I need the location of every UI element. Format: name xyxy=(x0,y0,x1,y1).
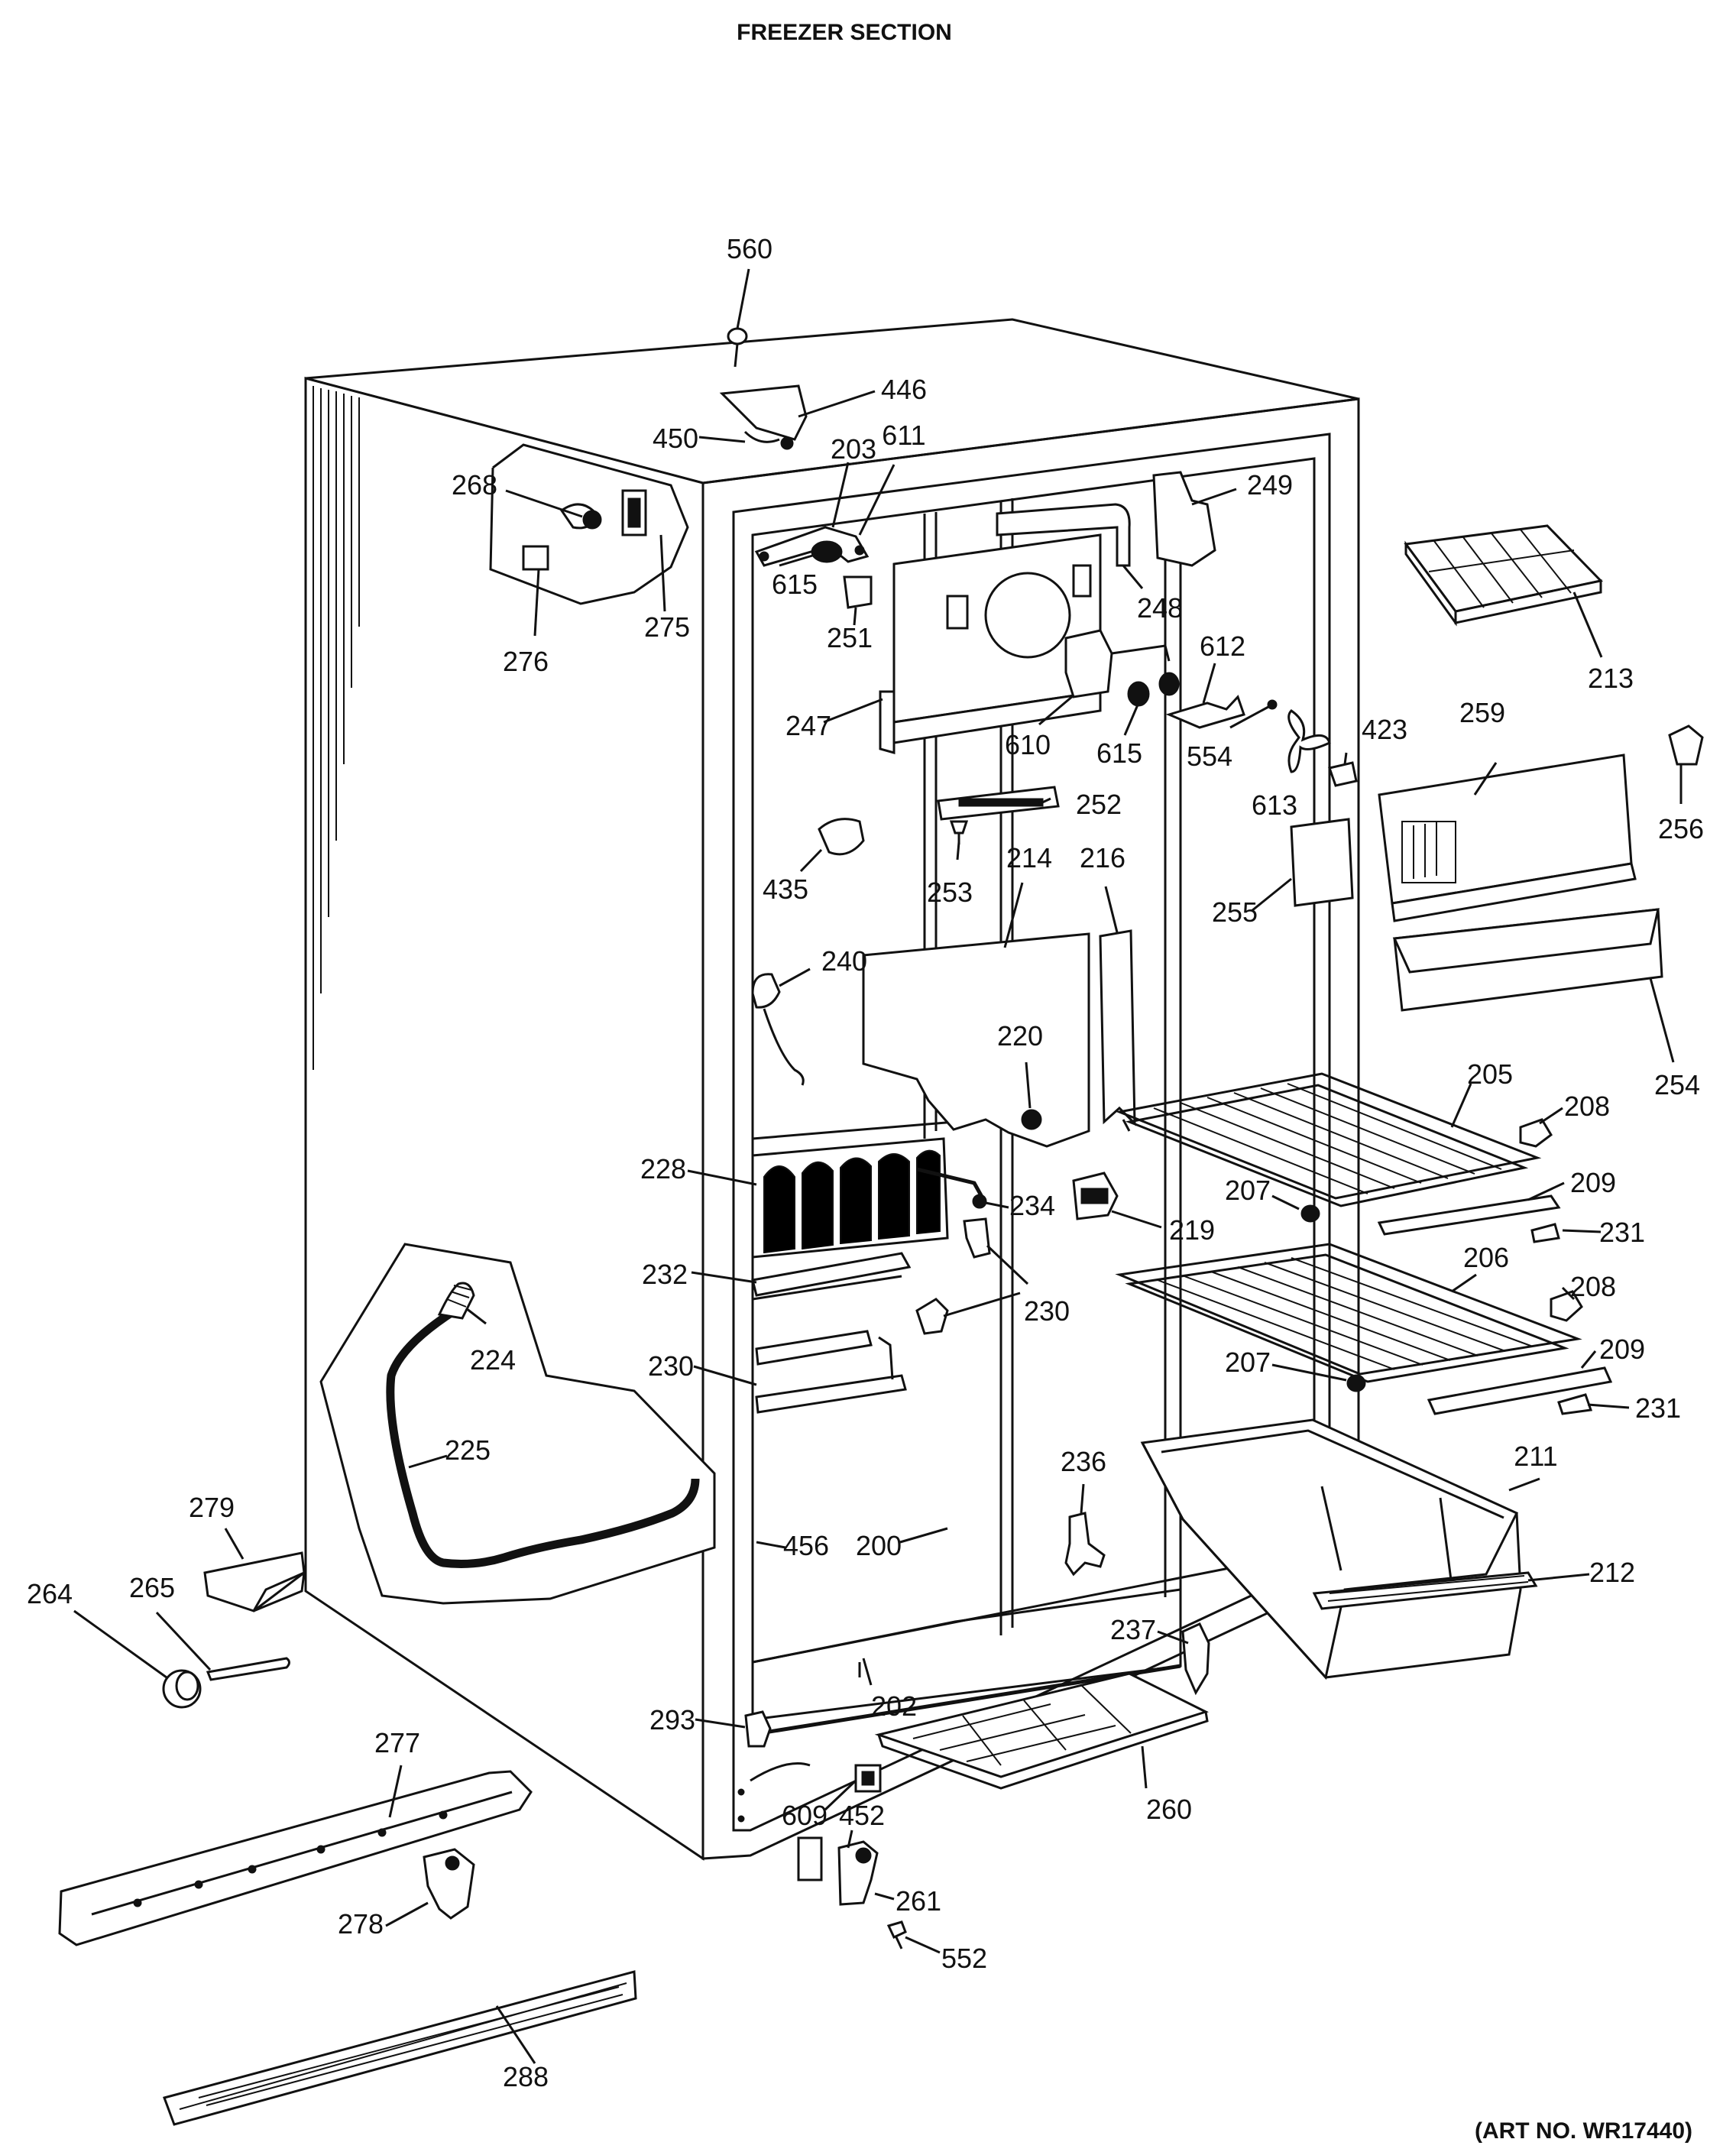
callout-label: 248 xyxy=(1137,592,1183,624)
callout-label: 609 xyxy=(782,1800,828,1831)
diagram-title: FREEZER SECTION xyxy=(737,20,952,45)
ice-bin-panels xyxy=(1290,754,1663,1012)
callout-label: 213 xyxy=(1588,663,1634,694)
callout-label: 613 xyxy=(1252,789,1297,821)
callout-label: 615 xyxy=(772,569,818,600)
callout-label: 208 xyxy=(1570,1271,1616,1302)
callout-label: 216 xyxy=(1080,842,1125,873)
defrost-thermostat xyxy=(1072,1172,1119,1220)
callout-label: 552 xyxy=(941,1943,987,1974)
drain-trough-parts xyxy=(818,786,1060,856)
top-hinge-parts xyxy=(719,327,808,450)
callout-label: 288 xyxy=(503,2061,549,2092)
callout-label: 224 xyxy=(470,1344,516,1376)
callout-label: 610 xyxy=(1005,729,1051,760)
callout-label: 452 xyxy=(839,1800,885,1831)
callout-label: 255 xyxy=(1212,896,1258,928)
callout-label: 261 xyxy=(896,1885,941,1917)
callout-label: 237 xyxy=(1110,1614,1156,1645)
ice-tray-support xyxy=(1668,724,1704,766)
callout-label: 208 xyxy=(1564,1091,1610,1122)
bracket-parts xyxy=(754,526,873,609)
callout-label: 260 xyxy=(1146,1794,1192,1825)
callout-label: 211 xyxy=(1514,1441,1557,1472)
callout-label: 220 xyxy=(997,1020,1043,1052)
callout-label: 202 xyxy=(871,1690,917,1722)
callout-label: 554 xyxy=(1187,741,1232,772)
callout-label: 615 xyxy=(1096,737,1142,769)
callout-label: 446 xyxy=(881,374,927,405)
callout-label: 219 xyxy=(1169,1214,1215,1246)
shelf-hardware xyxy=(1300,1118,1613,1415)
callout-label: 249 xyxy=(1247,469,1293,501)
callout-label: 247 xyxy=(785,710,831,741)
callout-label: 225 xyxy=(445,1434,491,1466)
callout-label: 253 xyxy=(927,877,973,908)
callout-label: 214 xyxy=(1006,842,1052,873)
evaporator-shield xyxy=(862,929,1136,1148)
duct-and-bracket xyxy=(996,471,1216,567)
callout-label: 423 xyxy=(1362,714,1407,745)
art-number: (ART NO. WR17440) xyxy=(1475,2118,1692,2144)
callout-label: 231 xyxy=(1635,1392,1681,1424)
drain-pan xyxy=(874,1672,1209,1790)
ice-tray xyxy=(1404,524,1603,627)
callout-label: 200 xyxy=(856,1530,902,1561)
callout-label: 264 xyxy=(27,1578,73,1609)
drain-heater xyxy=(751,973,805,1086)
callout-label: 268 xyxy=(452,469,497,501)
callout-label: 276 xyxy=(503,646,549,677)
callout-label: 230 xyxy=(648,1350,694,1382)
callout-label: 240 xyxy=(821,945,867,977)
fan-motor-assembly xyxy=(1064,629,1358,787)
callout-label: 207 xyxy=(1225,1175,1271,1206)
callout-label: 231 xyxy=(1599,1217,1645,1248)
wire-shelf-upper xyxy=(1115,1072,1542,1207)
callout-label: 203 xyxy=(831,433,876,465)
wire-shelf-lower xyxy=(1115,1243,1582,1383)
freezer-basket xyxy=(1140,1418,1538,1680)
callout-label: 251 xyxy=(827,622,873,653)
callout-label: 456 xyxy=(783,1530,829,1561)
callout-label: 293 xyxy=(649,1704,695,1736)
callout-label: 277 xyxy=(374,1727,420,1758)
evaporator-cover xyxy=(879,533,1102,754)
leveling-parts xyxy=(162,1551,306,1709)
callout-label: 279 xyxy=(189,1492,235,1523)
callout-label: 212 xyxy=(1589,1557,1635,1588)
callout-label: 265 xyxy=(129,1572,175,1603)
callout-label: 232 xyxy=(642,1259,688,1290)
callout-label: 612 xyxy=(1200,630,1245,662)
callout-label: 209 xyxy=(1570,1167,1616,1198)
callout-label: 234 xyxy=(1009,1190,1055,1221)
callout-label: 236 xyxy=(1061,1446,1106,1477)
callout-label: 254 xyxy=(1654,1069,1700,1100)
callout-label: 450 xyxy=(653,423,698,454)
callout-label: 278 xyxy=(338,1908,384,1940)
callout-label: 207 xyxy=(1225,1347,1271,1378)
callout-label: 209 xyxy=(1599,1334,1645,1365)
base-rail-and-grille xyxy=(58,1770,637,2126)
callout-label: 611 xyxy=(882,420,925,451)
callout-label: 205 xyxy=(1467,1058,1513,1090)
callout-label: 560 xyxy=(727,233,772,264)
callout-label: 252 xyxy=(1076,789,1122,820)
callout-labels: 560 446 450 268 203 611 249 615 251 276 … xyxy=(27,233,1704,2092)
defrost-heater-inset xyxy=(319,1243,716,1605)
evaporator-clips-and-trough xyxy=(751,1217,991,1414)
door-stop-parts xyxy=(1064,1512,1210,1696)
leader-lines xyxy=(73,268,1683,2064)
lower-hinge-parts xyxy=(744,1710,907,1949)
callout-label: 435 xyxy=(763,873,808,905)
callout-label: 256 xyxy=(1658,813,1704,844)
callout-label: 275 xyxy=(644,611,690,643)
evaporator-coil xyxy=(751,1137,988,1259)
callout-label: 206 xyxy=(1463,1242,1509,1273)
callout-label: 228 xyxy=(640,1153,686,1185)
callout-label: 230 xyxy=(1024,1295,1070,1327)
callout-label: 259 xyxy=(1459,697,1505,728)
control-panel-parts xyxy=(489,443,689,605)
